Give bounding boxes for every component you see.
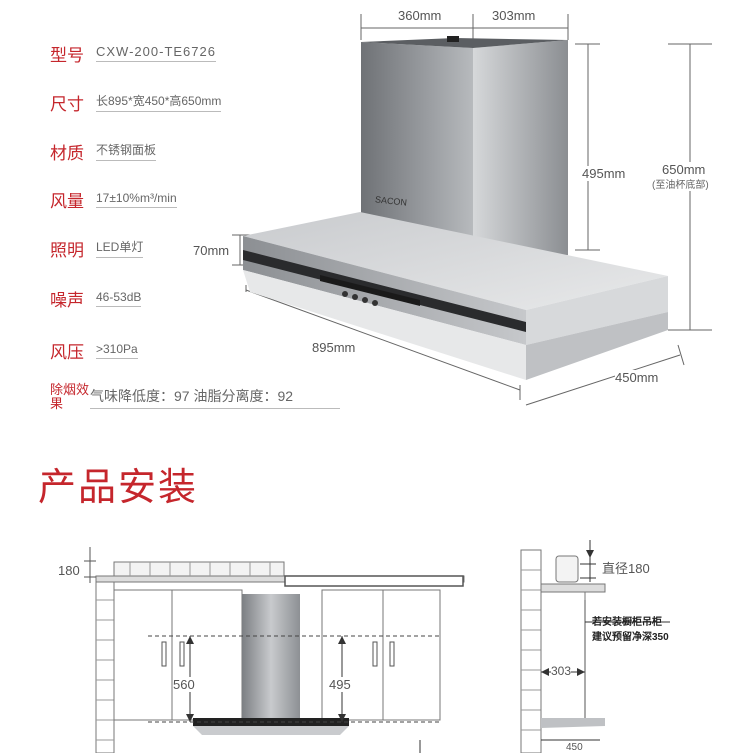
spec-value: LED单灯 <box>96 238 144 258</box>
hood-body <box>243 212 668 380</box>
install-duct-diameter-right: 直径180 <box>602 561 650 576</box>
spec-smoke-removal: 除烟效果 气味降低度：97 油脂分离度：92 <box>50 380 340 414</box>
spec-value: >310Pa <box>96 342 138 359</box>
spec-material: 材质 不锈钢面板 <box>50 138 340 164</box>
spec-label: 噪声 <box>50 290 84 310</box>
dim-total-height-note: (至油杯底部) <box>652 176 709 191</box>
spec-label: 型号 <box>50 45 84 65</box>
install-duct-diameter-left: 180 <box>58 563 80 578</box>
spec-size: 尺寸 长895*宽450*高650mm <box>50 89 340 115</box>
dim-top-depth: 303mm <box>492 8 536 23</box>
spec-lighting: 照明 LED单灯 <box>50 235 340 261</box>
control-button <box>372 300 378 306</box>
spec-airflow: 风量 17±10%m³/min <box>50 186 340 212</box>
spec-value: 17±10%m³/min <box>96 191 177 208</box>
control-buttons <box>342 291 378 306</box>
section-title: 产品安装 <box>38 467 199 509</box>
spec-value: 46-53dB <box>96 290 142 307</box>
control-button <box>342 291 348 297</box>
spec-label: 照明 <box>50 240 84 260</box>
dim-depth: 450mm <box>615 370 659 385</box>
install-bottom-cut: 450 <box>566 742 583 753</box>
spec-noise: 噪声 46-53dB <box>50 285 340 311</box>
control-button <box>352 294 358 300</box>
spec-label: 除烟效果 <box>50 382 90 411</box>
spec-label: 风量 <box>50 191 84 211</box>
install-cabinet-gap: 560 <box>173 677 195 692</box>
dim-length: 895mm <box>312 340 356 355</box>
spec-label: 尺寸 <box>50 94 84 114</box>
install-diagram-right <box>520 540 670 753</box>
spec-value: 长895*宽450*高650mm <box>96 92 222 112</box>
dim-total-height: 650mm <box>662 162 706 177</box>
spec-value: 不锈钢面板 <box>96 141 157 161</box>
spec-model: 型号 CXW-200-TE6726 <box>50 40 340 66</box>
spec-value: 气味降低度：97 油脂分离度：92 <box>90 386 340 409</box>
spec-pressure: 风压 >310Pa <box>50 337 340 363</box>
install-depth-303: 303 <box>551 664 572 678</box>
install-cabinet-note-1: 若安装橱柜吊柜 <box>592 617 662 628</box>
spec-label: 材质 <box>50 143 84 163</box>
install-cabinet-note-2: 建议预留净深350 <box>592 632 669 643</box>
dim-chimney-height: 495mm <box>582 166 626 181</box>
spec-label: 风压 <box>50 342 84 362</box>
install-diagram-left <box>84 547 465 753</box>
dim-panel-height: 70mm <box>193 243 230 258</box>
install-hood-height: 495 <box>329 677 351 692</box>
spec-value: CXW-200-TE6726 <box>96 44 216 62</box>
control-button <box>362 297 368 303</box>
dim-top-width: 360mm <box>398 8 442 23</box>
